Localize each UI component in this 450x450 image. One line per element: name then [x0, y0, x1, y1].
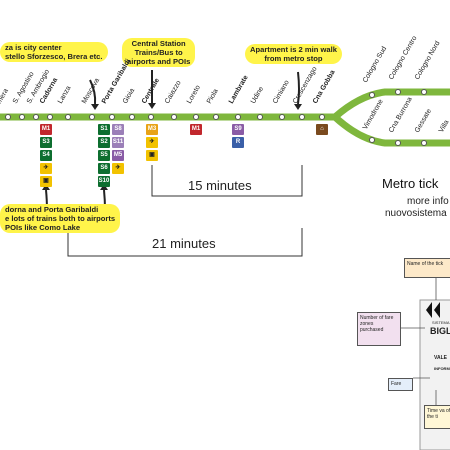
- stop-marker: [171, 114, 177, 120]
- stop-marker: [65, 114, 71, 120]
- label-time-valid: Time va of the ti: [424, 405, 450, 429]
- note-central-station-text: Central Station Trains/Bus to airports a…: [127, 39, 191, 66]
- ticket-vale: VALE: [434, 355, 447, 361]
- stop-marker: [213, 114, 219, 120]
- tickets-info-line: more info: [407, 196, 449, 207]
- stop-marker: [148, 114, 154, 120]
- stop-marker: [395, 89, 401, 95]
- stop-marker: [299, 114, 305, 120]
- stop-marker: [395, 140, 401, 146]
- badge-train: ▣: [146, 150, 158, 161]
- metro-line-cologno-branch: [332, 88, 450, 120]
- note-cadorna-garibaldi: dorna and Porta Garibaldi e lots of trai…: [0, 204, 121, 233]
- stop-marker: [19, 114, 25, 120]
- badge-m5: M5: [112, 150, 124, 161]
- badge-s5: S5: [98, 150, 110, 161]
- arrowhead: [148, 103, 156, 109]
- duration-15-minutes: 15 minutes: [188, 178, 252, 193]
- badge-airport-express: ✈: [40, 163, 52, 174]
- badge-s11: S11: [112, 137, 124, 148]
- stop-marker: [129, 114, 135, 120]
- stop-marker: [257, 114, 263, 120]
- note-apartment: Apartment is 2 min walk from metro stop: [245, 44, 342, 64]
- ticket-title: BIGL: [430, 326, 450, 336]
- badge-m1: M1: [40, 124, 52, 135]
- badge-m3: M3: [146, 124, 158, 135]
- arrowhead: [91, 104, 99, 110]
- badge-s6: S6: [98, 163, 110, 174]
- badge-s1: S1: [98, 124, 110, 135]
- ticket-logo: [426, 302, 440, 318]
- badge-s8: S8: [112, 124, 124, 135]
- note-central-station: Central Station Trains/Bus to airports a…: [122, 38, 196, 67]
- arrow: [89, 79, 97, 105]
- stop-marker: [5, 114, 11, 120]
- arrow: [297, 71, 300, 105]
- stop-marker: [369, 92, 375, 98]
- bracket-15-minutes: [151, 165, 303, 197]
- stop-marker: [33, 114, 39, 120]
- badge-airport-express: ✈: [146, 137, 158, 148]
- note-apartment-text: Apartment is 2 min walk from metro stop: [250, 45, 337, 63]
- stop-marker: [421, 89, 427, 95]
- stop-marker: [47, 114, 53, 120]
- note-city-center: za is city center stello Sforzesco, Brer…: [0, 42, 108, 62]
- badge-passante: R: [232, 137, 244, 148]
- label-ticket-name: Name of the tick: [404, 258, 450, 278]
- badge-s3: S3: [40, 137, 52, 148]
- duration-21-minutes: 21 minutes: [152, 236, 216, 251]
- stop-marker: [193, 114, 199, 120]
- note-city-center-text: za is city center stello Sforzesco, Brer…: [5, 43, 103, 61]
- badge-airport-express: ✈: [112, 163, 124, 174]
- badge-train: ▣: [40, 176, 52, 187]
- stop-marker: [109, 114, 115, 120]
- tickets-site-line: nuovosistema: [385, 208, 447, 219]
- arrowhead: [100, 184, 108, 190]
- badge-s9: S9: [232, 124, 244, 135]
- tickets-heading: Metro tick: [382, 176, 439, 191]
- stop-marker: [421, 140, 427, 146]
- bracket-21-minutes: [67, 228, 303, 257]
- ticket-inform: INFORM: [434, 366, 450, 371]
- metro-line-gessate-branch: [332, 114, 450, 147]
- badge-m1: M1: [190, 124, 202, 135]
- stop-marker: [319, 114, 325, 120]
- note-cadorna-garibaldi-text: dorna and Porta Garibaldi e lots of trai…: [5, 205, 116, 232]
- badge-s10: S10: [98, 176, 110, 187]
- label-fare: Fare: [388, 378, 413, 391]
- stop-marker: [279, 114, 285, 120]
- arrowhead: [294, 104, 302, 110]
- arrowhead: [42, 184, 50, 190]
- stop-marker: [235, 114, 241, 120]
- stop-marker: [369, 137, 375, 143]
- label-fare-zones: Number of fare zones purchased: [357, 312, 401, 346]
- badge-s4: S4: [40, 150, 52, 161]
- badge-depot: ⌂: [316, 124, 328, 135]
- badge-s2: S2: [98, 137, 110, 148]
- ticket-sistema: SISTEMA: [432, 320, 450, 325]
- stop-marker: [89, 114, 95, 120]
